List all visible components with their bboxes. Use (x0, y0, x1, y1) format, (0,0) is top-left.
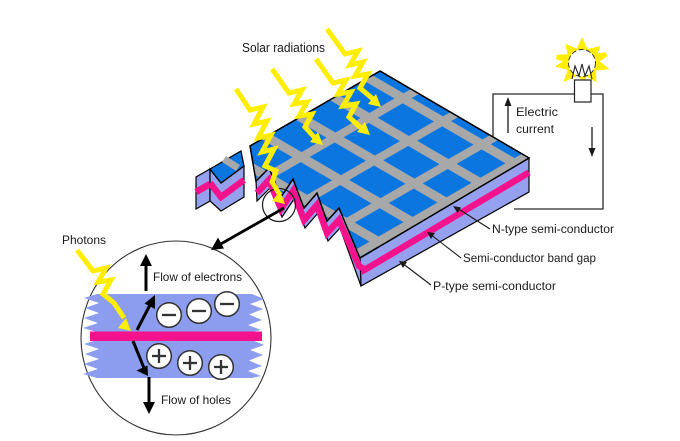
svg-text:Flow of holes: Flow of holes (161, 393, 231, 407)
svg-text:Flow of electrons: Flow of electrons (153, 270, 242, 284)
svg-text:Semi-conductor band gap: Semi-conductor band gap (463, 251, 596, 265)
svg-text:current: current (516, 122, 555, 136)
svg-text:P-type semi-conductor: P-type semi-conductor (433, 279, 556, 293)
svg-text:Photons: Photons (62, 233, 106, 247)
svg-text:N-type semi-conductor: N-type semi-conductor (492, 222, 614, 236)
svg-text:Electric: Electric (516, 105, 558, 119)
svg-text:Solar radiations: Solar radiations (242, 41, 325, 55)
